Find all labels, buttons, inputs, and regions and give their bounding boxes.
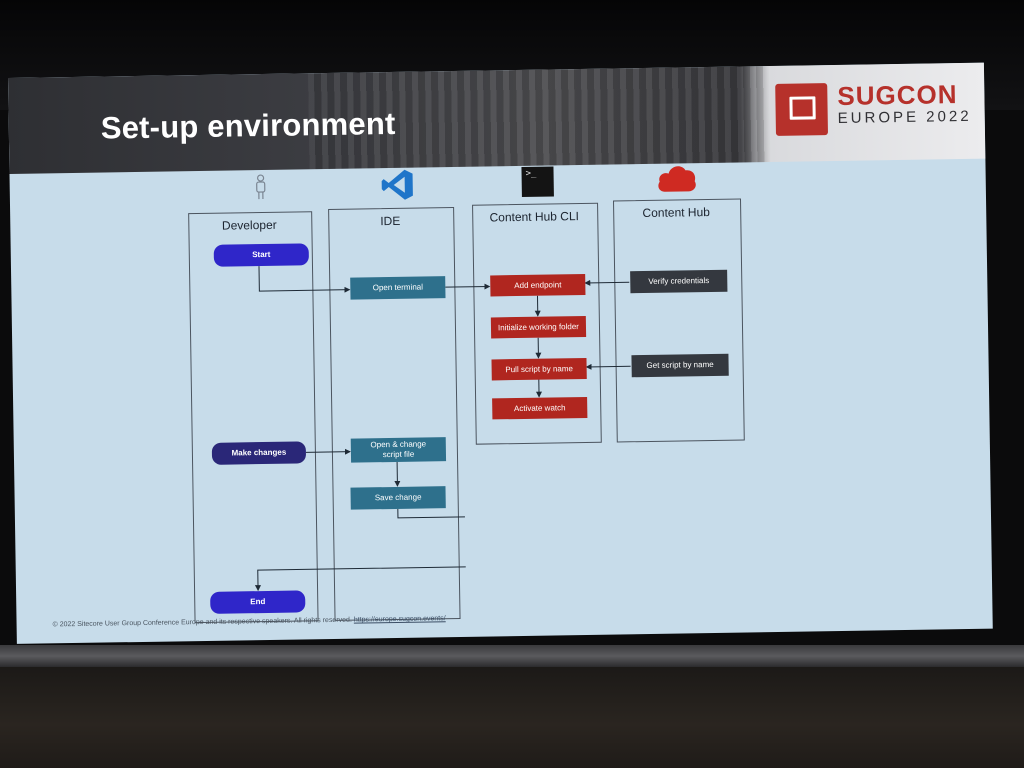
cloud-icon — [658, 166, 696, 192]
vscode-icon — [381, 169, 413, 200]
step-make-changes: Make changes — [211, 441, 307, 465]
arrow-terminal-to-endpoint — [445, 283, 491, 290]
step-verify-credentials: Verify credentials — [630, 269, 728, 294]
step-start: Start — [213, 243, 309, 267]
projected-slide: Set-up environment SUGCON EUROPE 2022 >_… — [8, 62, 993, 644]
arrow-verify-to-endpoint — [584, 279, 630, 286]
flow-arrows — [254, 266, 631, 592]
arrow-return-to-end — [254, 566, 466, 592]
arrow-changes-to-open — [305, 448, 351, 455]
step-activate-watch: Activate watch — [492, 396, 588, 420]
arrow-save-to-end — [397, 508, 465, 519]
step-open-change-script: Open & change script file — [350, 437, 447, 463]
person-icon — [256, 174, 266, 200]
footer-link[interactable]: https://europe.sugcon.events/ — [353, 615, 446, 624]
step-end: End — [210, 590, 306, 614]
arrow-getscript-to-pull — [585, 363, 631, 370]
step-get-script: Get script by name — [631, 353, 729, 378]
step-save-change: Save change — [350, 486, 446, 510]
step-pull-script: Pull script by name — [491, 357, 587, 381]
stage-floor — [0, 660, 1024, 768]
step-add-endpoint: Add endpoint — [490, 273, 586, 297]
arrow-start-to-terminal — [258, 266, 351, 293]
step-initialize-folder: Initialize working folder — [490, 315, 587, 339]
screen-frame — [0, 645, 1024, 667]
step-open-terminal: Open terminal — [350, 276, 446, 300]
